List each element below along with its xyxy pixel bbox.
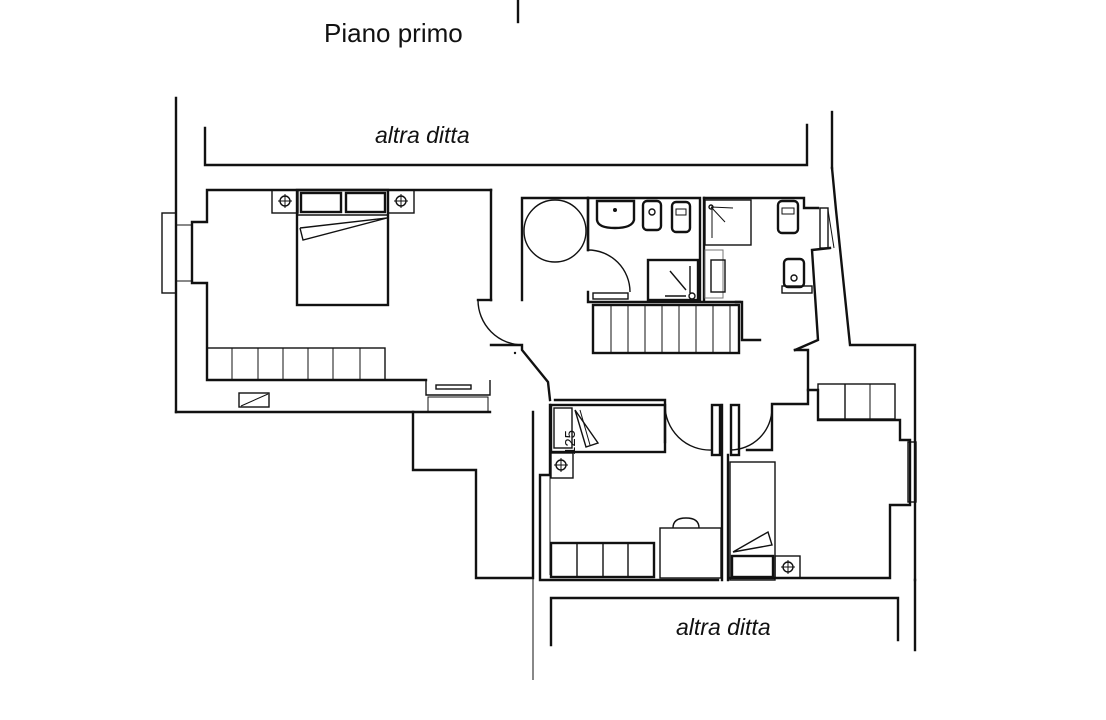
single-bed-icon [729, 461, 776, 581]
desk-icon [659, 517, 722, 579]
door-arc-icon [587, 249, 631, 293]
radiator-icon [238, 392, 270, 408]
shower-icon [704, 199, 752, 246]
window-icon [161, 212, 192, 294]
bathroom-1 [586, 196, 742, 304]
bidet-icon [641, 199, 663, 232]
nightstand-lamp-icon [550, 452, 574, 479]
radiator-icon [592, 292, 629, 300]
double-bed-icon [295, 188, 390, 307]
door-arc-icon [477, 299, 524, 346]
wardrobe-icon [549, 541, 656, 579]
bathroom-2 [702, 196, 835, 352]
neighbor-label-top: altra ditta [375, 122, 470, 148]
nightstand-lamp-icon [387, 189, 415, 214]
neighbor-top-outline [174, 96, 834, 414]
window-icon [907, 441, 917, 503]
page-title: Piano primo [324, 18, 463, 48]
washbasin-icon [781, 257, 813, 294]
exterior-wall-right [830, 166, 917, 582]
nightstand-lamp-icon [271, 189, 299, 214]
radiator-icon [704, 249, 726, 299]
terrace-outline [411, 410, 535, 680]
round-table-icon [523, 199, 587, 263]
window-icon [819, 207, 835, 249]
washbasin-icon [595, 199, 636, 230]
toilet-icon [776, 199, 800, 235]
shower-icon [646, 258, 700, 302]
window-bottom-icon [425, 380, 491, 413]
door-arc-icon [664, 403, 713, 451]
wardrobe-icon [206, 347, 386, 381]
wardrobe-icon [817, 383, 896, 420]
master-bedroom [161, 188, 493, 414]
staircase-icon [591, 303, 741, 355]
bedroom-3 [728, 383, 917, 581]
neighbor-label-bottom: altra ditta [676, 614, 771, 640]
nightstand-lamp-icon [774, 555, 801, 579]
hallway [476, 196, 810, 452]
door-arc-icon [729, 407, 773, 451]
bedroom-2 [538, 403, 741, 582]
single-bed-icon [549, 403, 667, 454]
toilet-icon [670, 200, 692, 234]
neighbor-bottom-outline [549, 578, 917, 652]
